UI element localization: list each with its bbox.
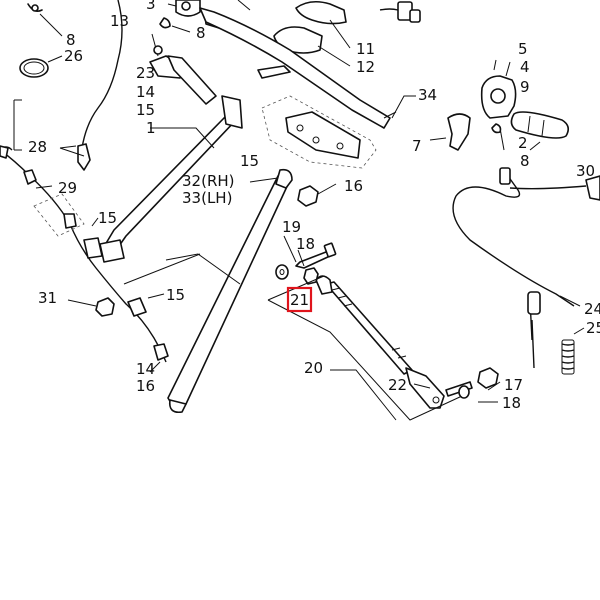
callout-7: 7	[412, 137, 422, 155]
callout-5: 5	[518, 40, 528, 58]
handgrip-part	[510, 111, 570, 139]
callout-32rh: 32(RH)	[182, 172, 235, 190]
leader-15b	[91, 217, 99, 227]
callout-30: 30	[576, 162, 595, 180]
bolt-and-nut-right	[445, 367, 499, 399]
callout-26: 26	[64, 47, 83, 65]
callout-12: 12	[356, 58, 375, 76]
bolt-19	[295, 242, 337, 269]
handlebar-tube-part	[199, 7, 397, 129]
steering-mount-plate	[261, 95, 377, 169]
wiring-harness-part	[0, 0, 169, 363]
leader-15d	[147, 293, 165, 299]
handlebar-clamp-part	[167, 0, 201, 17]
callout-8b: 8	[196, 24, 206, 42]
leader-29	[35, 185, 53, 189]
callout-11: 11	[356, 40, 375, 58]
callout-28: 28	[28, 138, 47, 156]
callout-29: 29	[58, 179, 77, 197]
steering-post-part	[99, 33, 243, 263]
leader-18a	[297, 249, 305, 267]
hose-clamp-ring	[19, 58, 49, 78]
leader-1	[150, 127, 215, 149]
cable-cover-part	[273, 0, 351, 67]
tierod-bracket-bottom	[267, 299, 463, 421]
leader-17	[487, 381, 501, 391]
wire-connector-part	[379, 1, 421, 23]
tie-rod-part	[315, 275, 445, 409]
top-left-clip	[27, 3, 63, 37]
callout-9: 9	[520, 78, 530, 96]
callout-15b: 15	[240, 152, 259, 170]
callout-18a: 18	[296, 235, 315, 253]
callout-16a: 16	[344, 177, 363, 195]
callout-15a: 15	[136, 101, 155, 119]
small-bolt-8-top	[159, 17, 191, 33]
callout-15c: 15	[98, 209, 117, 227]
leader-15c	[165, 253, 241, 285]
highlight-box-callout-21	[286, 286, 313, 313]
callout-16b: 16	[136, 377, 155, 395]
callout-31: 31	[38, 289, 57, 307]
lever-bracket-part	[429, 113, 471, 151]
leader-26	[47, 55, 63, 63]
small-screw-8	[491, 123, 502, 134]
leader-20	[330, 369, 397, 421]
bracket-28	[13, 99, 22, 151]
callout-14a: 14	[136, 83, 155, 101]
leader-22	[413, 383, 431, 389]
leader-25	[573, 327, 585, 335]
leader-19	[283, 235, 297, 263]
top-lever-leader	[237, 0, 251, 11]
leader-2	[529, 141, 541, 151]
nut-31	[95, 297, 115, 317]
callout-13: 13	[110, 12, 129, 30]
callout-25: 25	[586, 319, 600, 337]
return-spring-part	[561, 339, 575, 375]
callout-22: 22	[388, 376, 407, 394]
leader-34	[391, 95, 416, 119]
callout-33lh: 33(LH)	[182, 189, 232, 207]
throttle-housing-part	[480, 59, 517, 119]
leader-24	[559, 295, 581, 307]
leader-31	[67, 299, 97, 307]
leader-14b	[149, 361, 161, 373]
callout-14b: 14	[136, 360, 155, 378]
callout-3: 3	[146, 0, 156, 13]
steering-arm-part	[167, 168, 293, 414]
callout-20: 20	[304, 359, 323, 377]
leader-32	[249, 177, 279, 183]
callout-2: 2	[518, 134, 528, 152]
callout-19: 19	[282, 218, 301, 236]
callout-8c: 8	[520, 152, 530, 170]
leader-28	[59, 145, 85, 157]
callout-23: 23	[136, 64, 155, 82]
callout-17: 17	[504, 376, 523, 394]
throttle-cable-part	[452, 167, 600, 369]
callout-labels: 3 8 13 11 12 5 4 9 8 26 23 14 15 1 34 7 …	[28, 0, 600, 412]
callout-18b: 18	[502, 394, 521, 412]
callout-4: 4	[520, 58, 530, 76]
callout-21: 21	[290, 291, 309, 309]
callout-15d: 15	[166, 286, 185, 304]
callout-24: 24	[584, 300, 600, 318]
callout-34: 34	[418, 86, 437, 104]
frame-line	[123, 253, 201, 285]
washer-18	[275, 264, 289, 280]
callout-1: 1	[146, 119, 156, 137]
callout-8: 8	[66, 31, 76, 49]
nut-16-top	[297, 183, 337, 207]
